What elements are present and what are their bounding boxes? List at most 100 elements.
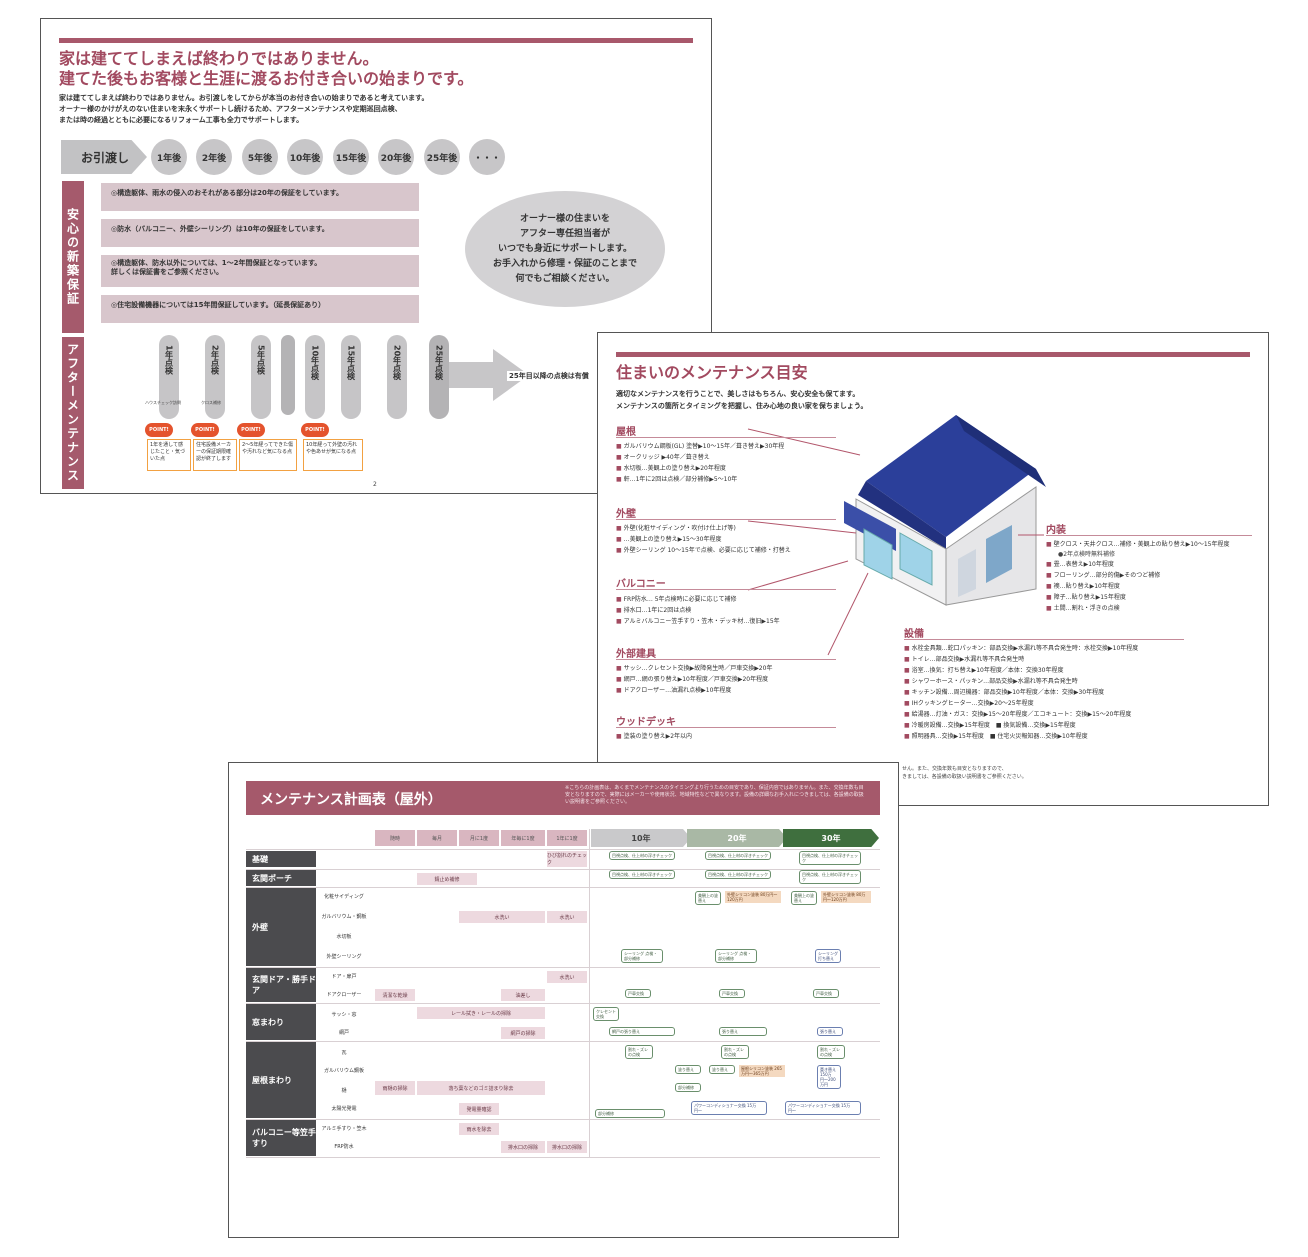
row-sub-label: 網戸 xyxy=(338,1030,349,1036)
row-group-header: 基礎 xyxy=(246,851,316,867)
repaint-box: 塗り替え xyxy=(675,1065,701,1074)
grid-line xyxy=(246,967,880,968)
decade-header: 10年 xyxy=(591,829,691,847)
list-item: 浴室…換気：打ち替え▶10年程度／本体：交換30年程度 xyxy=(904,667,1064,675)
pcs-replace-box: パワーコンディショナー交換 15万円〜 xyxy=(691,1101,767,1115)
year-circle: ・・・ xyxy=(469,139,505,175)
inspection-pill-small xyxy=(281,335,295,415)
inspection-pill: 10年点検 xyxy=(305,335,325,419)
heading-line-1: 家は建ててしまえば終わりではありません。 xyxy=(59,49,379,68)
category-divider xyxy=(616,589,836,590)
top-accent-bar xyxy=(616,352,1250,357)
list-item: 外壁シーリング 10〜15年で点検、必要に応じて補修・打替え xyxy=(616,547,791,555)
category-interior: 内装 xyxy=(1046,525,1066,536)
row-sub-label: アルミ手すり・笠木 xyxy=(321,1126,367,1132)
row-group-header: 窓まわり xyxy=(246,1004,316,1040)
row-group-header: 屋根まわり xyxy=(246,1042,316,1118)
year-circle: 5年後 xyxy=(242,139,278,175)
list-item: アルミバルコニー笠手すり・笠木・デッキ材…復旧▶15年 xyxy=(616,618,780,626)
grid-line xyxy=(246,1157,880,1158)
category-wood-deck: ウッドデッキ xyxy=(616,717,676,728)
task-cell: 雨樋の掃除 xyxy=(375,1081,415,1095)
roller-box: 戸車交換 xyxy=(625,989,651,998)
page-title: 住まいのメンテナンス目安 xyxy=(616,363,808,382)
maintenance-guide-page: 住まいのメンテナンス目安 適切なメンテナンスを行うことで、美しさはもちろん、安心… xyxy=(597,332,1269,806)
list-item: サッシ…クレセント交換▶故障発生時／戸車交換▶20年 xyxy=(616,665,773,673)
warranty-brochure-page: 家は建ててしまえば終わりではありません。 建てた後もお客様と生涯に渡るお付き合い… xyxy=(40,18,712,494)
inspection-pill: 2年点検 xyxy=(205,335,225,419)
inspection-note: ハウスチェック訪問 xyxy=(145,400,181,405)
net-replace-box: 網戸の張り替え xyxy=(609,1027,675,1036)
roller-box: 戸車交換 xyxy=(719,989,745,998)
inspection-box: 目視点検、仕上材の浮きチェック xyxy=(705,851,771,860)
sealing-box: シーリング 点検・部分補修 xyxy=(715,949,757,963)
list-item: 照明器具…交換▶15年程度 ■ 住宅火災報知器…交換▶10年程度 xyxy=(904,733,1088,741)
repaint-box: 美観上の塗替え xyxy=(695,891,721,905)
crack-box: 割れ・ズレの点検 xyxy=(721,1045,749,1059)
task-cell: 清潔な乾燥 xyxy=(375,989,415,1001)
table-title: メンテナンス計画表（屋外） xyxy=(260,792,442,808)
list-item: FRP防水… 5年点検時に必要に応じて補修 xyxy=(616,596,737,604)
list-item: オークリッジ ▶40年／葺き替え xyxy=(616,454,710,462)
list-item: 水栓金具類…蛇口パッキン：部品交換▶水漏れ等不具合発生時：水栓交換▶10年程度 xyxy=(904,645,1139,653)
row-group-header: 玄関ドア・勝手ドア xyxy=(246,968,316,1002)
year-circle: 2年後 xyxy=(196,139,232,175)
warranty-row: ◎構造躯体、防水以外については、1〜2年間保証となっています。 詳しくは保証書を… xyxy=(101,255,419,287)
category-divider xyxy=(904,639,1184,640)
category-balcony: バルコニー xyxy=(616,579,666,590)
task-cell: 錆止め補修 xyxy=(417,873,477,885)
row-sub-label: ドア・扉戸 xyxy=(331,974,357,980)
list-item: 排水口…1年に2回は点検 xyxy=(616,607,692,615)
footnote: せん。また、交換年数も目安となりますので、 きましては、各設備の取扱い説明書をご… xyxy=(902,766,1027,780)
list-item: 給湯器…灯油・ガス：交換▶15〜20年程度／エコキュート：交換▶15〜20年程度 xyxy=(904,711,1132,719)
task-cell: 網戸の掃除 xyxy=(501,1027,545,1039)
list-item: フローリング…部分的傷▶そのつど補修 xyxy=(1046,572,1161,580)
grid-line xyxy=(246,869,880,870)
task-cell: 油差し xyxy=(501,989,545,1001)
row-sub-label: ガルバリウム・鋼板 xyxy=(321,914,367,920)
col-head: 毎月 xyxy=(417,830,457,846)
inspection-pill: 1年点検 xyxy=(159,335,179,419)
point-badge: POINT! xyxy=(237,423,265,437)
point-box: 1年を通して感じたこと・気づいた点 xyxy=(147,439,191,471)
row-sub-label: FRP防水 xyxy=(334,1144,354,1150)
grid-line xyxy=(246,1119,880,1120)
list-item: 軒…1年に2回は点検／部分補修▶5〜10年 xyxy=(616,476,738,484)
pcs-replace-box: パワーコンディショナー交換 15万円〜 xyxy=(785,1101,861,1115)
sealing-replace-box: シーリング 打ち替え xyxy=(815,949,841,963)
list-item: トイレ…部品交換▶水漏れ等不具合発生時 xyxy=(904,656,1025,664)
category-divider xyxy=(616,727,836,728)
category-divider xyxy=(616,659,836,660)
decade-header: 30年 xyxy=(783,829,879,847)
inspection-box: 目視点検、仕上材の浮きチェック xyxy=(705,870,771,879)
list-item: ドアクローザー…油漏れ点検▶10年程度 xyxy=(616,687,732,695)
row-group-header: 玄関ポーチ xyxy=(246,870,316,886)
row-sub-label: 瓦 xyxy=(341,1050,347,1056)
row-sub-label: ドアクローザー xyxy=(326,992,362,998)
row-sub-label: 外壁シーリング xyxy=(326,954,362,960)
row-sub-label: ガルバリウム鋼板 xyxy=(323,1068,364,1074)
cost-box: 外壁シリコン塗装 80万円〜120万円 xyxy=(821,891,871,903)
aftermaintenance-side-label: アフターメンテナンス xyxy=(62,337,84,489)
col-head: 随時 xyxy=(375,830,415,846)
replace-box: 張り替え xyxy=(817,1027,843,1036)
row-sub-label: 太陽光発電 xyxy=(331,1106,357,1112)
inspection-note: クロス補修 xyxy=(201,400,221,405)
inspection-pill: 25年点検 xyxy=(429,335,449,419)
repaint-box: 美観上の塗替え xyxy=(791,891,817,905)
category-equipment: 設備 xyxy=(904,629,924,640)
sealing-box: シーリング 点検・部分補修 xyxy=(621,949,663,963)
list-item: 水切板…美観上の塗り替え▶20年程度 xyxy=(616,465,726,473)
point-badge: POINT! xyxy=(191,423,219,437)
inspection-pill: 5年点検 xyxy=(251,335,271,419)
row-group-header: 外壁 xyxy=(246,888,316,966)
decade-header: 20年 xyxy=(687,829,787,847)
list-item: 壁クロス・天井クロス…補修・美観上の貼り替え▶10〜15年程度 xyxy=(1046,541,1230,549)
warranty-row: ◎防水（バルコニー、外壁シーリング）は10年の保証をしています。 xyxy=(101,219,419,247)
row-sub-label: 樋 xyxy=(341,1088,347,1094)
support-oval-text: オーナー様の住まいを アフター専任担当者が いつでも身近にサポートします。 お手… xyxy=(492,213,637,284)
table-note: ※こちらの計画表は、あくまでメンテナンスのタイミングより行うための目安であり、保… xyxy=(565,785,864,805)
task-cell: ひび割れのチェック xyxy=(547,851,588,867)
year-circle: 15年後 xyxy=(333,139,369,175)
intro-line-1: 家は建ててしまえば終わりではありません。お引渡しをしてからが本当のお付き合いの始… xyxy=(59,94,429,102)
